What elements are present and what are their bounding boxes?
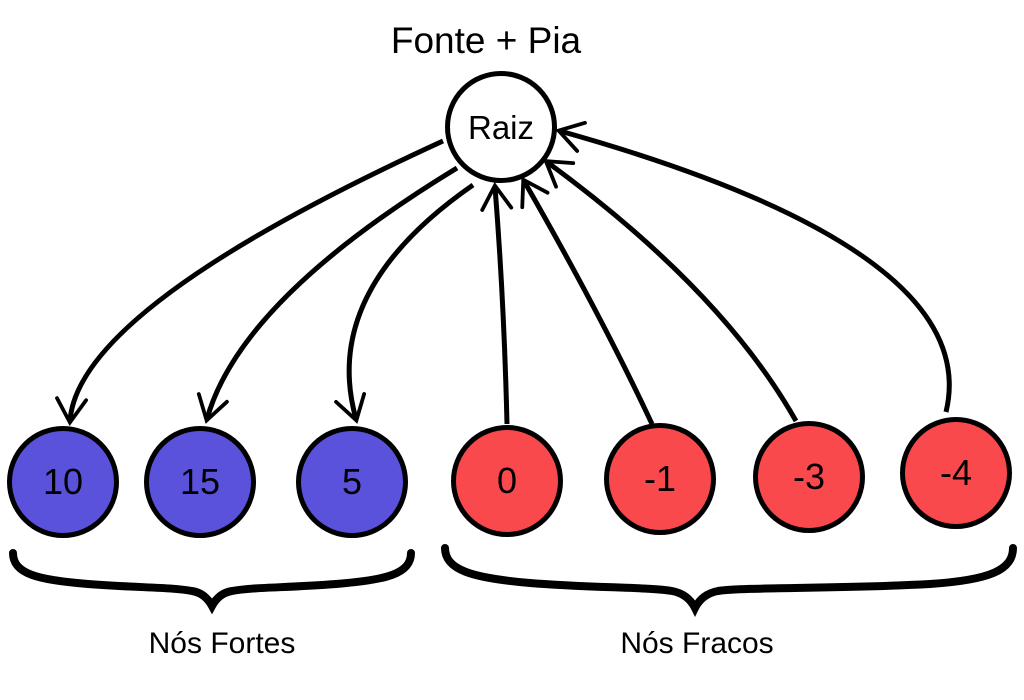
edge-group — [55, 120, 952, 427]
edge-root-to-strong-node-3 — [334, 182, 475, 424]
weak-node-2: -1 — [604, 423, 716, 535]
edge-weak-node-3-to-root — [542, 159, 799, 423]
strong-node-2: 15 — [144, 426, 256, 538]
diagram-title: Fonte + Pia — [390, 20, 582, 61]
edge-root-to-strong-node-1 — [55, 138, 445, 427]
root-node: Raiz — [445, 71, 557, 183]
strong-group-brace — [9, 549, 415, 615]
edge-weak-node-4-to-root — [555, 120, 952, 413]
strong-node-1: 10 — [7, 426, 119, 538]
brace-group — [9, 544, 1017, 617]
edge-weak-node-1-to-root — [480, 181, 514, 425]
weak-node-1-value: 0 — [496, 460, 518, 501]
edge-root-to-strong-node-2 — [196, 165, 459, 424]
strong-node-3: 5 — [296, 426, 408, 538]
weak-node-3-value: -3 — [792, 456, 825, 497]
weak-node-1: 0 — [451, 425, 563, 537]
weak-group-brace — [441, 544, 1017, 617]
strong-node-3-value: 5 — [341, 461, 363, 502]
edge-weak-node-2-to-root — [520, 176, 655, 426]
strong-group-label: Nós Fortes — [148, 627, 296, 660]
strong-node-2-value: 15 — [179, 461, 221, 502]
weak-node-4: -4 — [900, 417, 1012, 529]
weak-node-4-value: -4 — [939, 452, 972, 493]
strong-node-1-value: 10 — [42, 461, 84, 502]
root-node-label: Raiz — [467, 108, 535, 146]
weak-group-label: Nós Fracos — [620, 627, 774, 660]
weak-node-2-value: -1 — [643, 458, 676, 499]
weak-node-3: -3 — [753, 421, 865, 533]
